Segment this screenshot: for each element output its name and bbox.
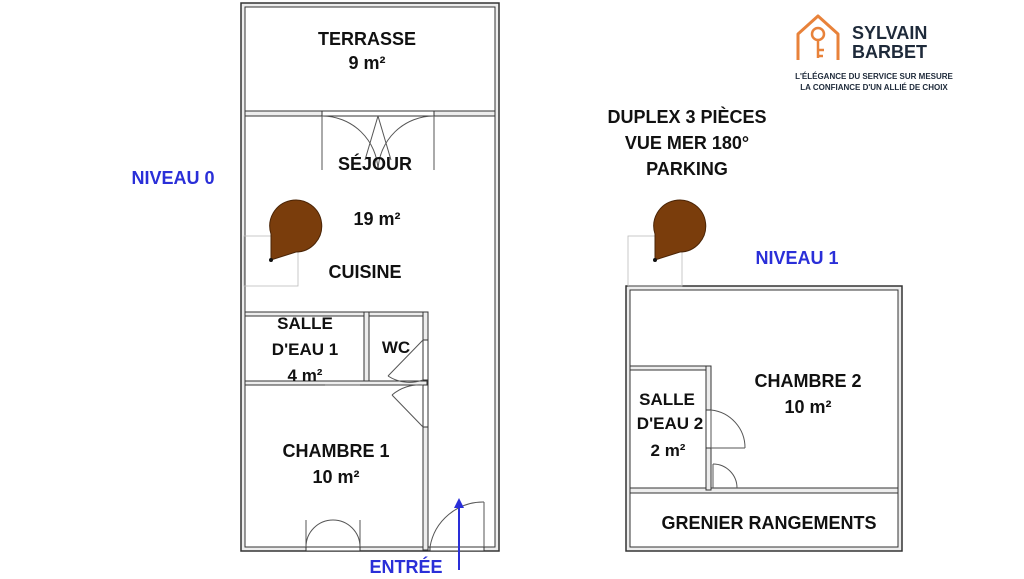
- room-bedroom-2-name: CHAMBRE 2: [754, 371, 862, 391]
- room-bathroom-1-area: 4 m²: [287, 366, 323, 385]
- wc-left-wall: [363, 311, 370, 383]
- room-terrasse-name: TERRASSE: [317, 29, 416, 49]
- room-sejour-area: 19 m²: [353, 209, 401, 229]
- room-wc-name: WC: [381, 338, 411, 357]
- level-1-label: NIVEAU 1: [755, 248, 839, 268]
- room-cuisine-name: CUISINE: [328, 262, 402, 282]
- room-terrasse-area: 9 m²: [348, 53, 386, 73]
- room-bedroom-2-area: 10 m²: [784, 397, 832, 417]
- title-line-3: PARKING: [646, 159, 728, 179]
- bathroom-2-door[interactable]: [705, 409, 746, 449]
- title-line-2: VUE MER 180°: [624, 133, 750, 153]
- room-bathroom-2-line1: SALLE: [639, 390, 695, 409]
- brand-tagline-1: L'ÉLÉGANCE DU SERVICE SUR MESURE: [795, 72, 953, 81]
- bedroom-1-window: [305, 519, 361, 552]
- room-sejour-name: SÉJOUR: [337, 154, 413, 174]
- wc-door[interactable]: [387, 339, 429, 383]
- room-bathroom-1-line1: SALLE: [277, 314, 333, 333]
- brand-name-line-1: SYLVAIN: [852, 23, 928, 43]
- brand-tagline-2: LA CONFIANCE D'UN ALLIÉ DE CHOIX: [800, 83, 948, 92]
- title-line-1: DUPLEX 3 PIÈCES: [607, 107, 767, 127]
- room-bedroom-1-name: CHAMBRE 1: [282, 441, 390, 461]
- spiral-stair-level-1: [627, 199, 707, 287]
- brand-logo: SYLVAIN BARBET L'ÉLÉGANCE DU SERVICE SUR…: [790, 10, 960, 96]
- entrance-door[interactable]: [429, 501, 485, 552]
- terrasse-door[interactable]: [321, 110, 435, 171]
- level-1-plan: [625, 199, 903, 552]
- room-bathroom-2-line2: D'EAU 2: [636, 414, 704, 433]
- attic-door[interactable]: [712, 463, 738, 489]
- room-bathroom-2-area: 2 m²: [650, 441, 686, 460]
- level-0-label: NIVEAU 0: [131, 168, 215, 188]
- room-bedroom-1-area: 10 m²: [312, 467, 360, 487]
- entrance-arrow: [454, 498, 464, 570]
- house-key-icon: [796, 14, 840, 60]
- room-attic-name: GRENIER RANGEMENTS: [661, 513, 877, 533]
- spiral-stair-level-0: [243, 199, 323, 287]
- bathroom-2-top-wall: [629, 365, 711, 371]
- level-0-plan: [240, 2, 500, 552]
- bedroom-1-door[interactable]: [391, 384, 429, 428]
- room-bathroom-1-line2: D'EAU 1: [271, 340, 339, 359]
- bath-block-right-wall: [422, 311, 429, 551]
- entrance-label: ENTRÉE: [369, 557, 443, 577]
- attic-wall: [629, 487, 899, 494]
- brand-name-line-2: BARBET: [852, 42, 927, 62]
